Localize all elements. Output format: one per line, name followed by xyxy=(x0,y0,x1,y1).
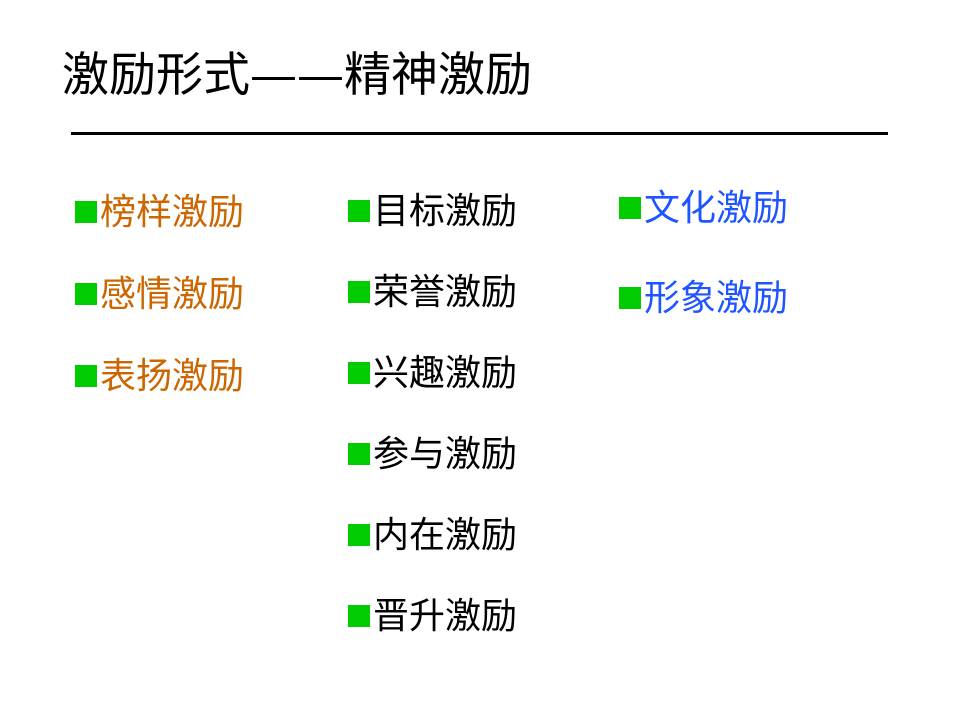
bullet-column-left: 榜样激励 感情激励 表扬激励 xyxy=(75,193,244,394)
list-item: 参与激励 xyxy=(348,435,517,472)
bullet-square-icon xyxy=(75,282,97,305)
list-item-label: 文化激励 xyxy=(644,187,789,228)
list-item: 榜样激励 xyxy=(75,193,244,230)
slide-title: 激励形式——精神激励 xyxy=(62,48,532,103)
list-item: 感情激励 xyxy=(75,275,244,312)
list-item: 内在激励 xyxy=(348,516,517,553)
bullet-column-right: 文化激励 形象激励 xyxy=(619,189,788,316)
list-item-label: 榜样激励 xyxy=(100,191,245,232)
list-item-label: 目标激励 xyxy=(373,190,518,231)
bullet-square-icon xyxy=(75,364,97,387)
bullet-square-icon xyxy=(75,200,97,223)
list-item-label: 兴趣激励 xyxy=(373,352,518,393)
bullet-square-icon xyxy=(619,286,641,309)
bullet-column-middle: 目标激励 荣誉激励 兴趣激励 参与激励 内在激励 晋升激励 xyxy=(348,192,517,634)
bullet-square-icon xyxy=(348,280,370,303)
list-item-label: 晋升激励 xyxy=(373,595,518,636)
list-item: 晋升激励 xyxy=(348,597,517,634)
list-item: 形象激励 xyxy=(619,279,788,316)
bullet-square-icon xyxy=(348,442,370,465)
list-item: 目标激励 xyxy=(348,192,517,229)
bullet-square-icon xyxy=(348,199,370,222)
bullet-square-icon xyxy=(348,604,370,627)
list-item: 文化激励 xyxy=(619,189,788,226)
list-item-label: 表扬激励 xyxy=(100,355,245,396)
list-item: 表扬激励 xyxy=(75,357,244,394)
list-item: 兴趣激励 xyxy=(348,354,517,391)
list-item-label: 形象激励 xyxy=(644,277,789,318)
list-item-label: 感情激励 xyxy=(100,273,245,314)
bullet-square-icon xyxy=(348,523,370,546)
title-divider-line xyxy=(71,132,888,135)
list-item-label: 荣誉激励 xyxy=(373,271,518,312)
list-item-label: 参与激励 xyxy=(373,433,518,474)
list-item: 荣誉激励 xyxy=(348,273,517,310)
list-item-label: 内在激励 xyxy=(373,514,518,555)
bullet-square-icon xyxy=(619,196,641,219)
bullet-square-icon xyxy=(348,361,370,384)
